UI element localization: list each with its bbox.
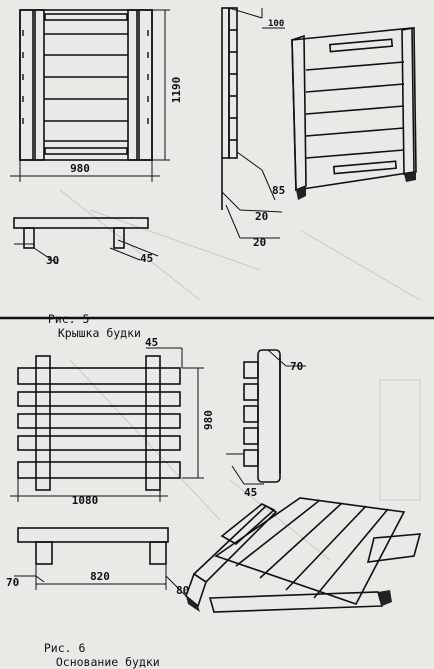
technical-drawing: 1190 980 100 85 20 20 xyxy=(0,7,434,613)
fig5-dim-bottom-30: 30 xyxy=(46,254,59,267)
fig5-caption-number: Рис. 5 xyxy=(47,312,90,326)
fig6-dim-side-70: 70 xyxy=(290,360,303,373)
fig5-dim-top-offset: 100 xyxy=(268,19,284,29)
fig5-dim-side-20a: 20 xyxy=(255,210,268,223)
fig5-dim-height-line xyxy=(152,9,170,161)
fig6-dim-bottom-820: 820 xyxy=(90,570,110,583)
fig6-bottom-view xyxy=(17,527,169,565)
fig5-dim-height: 1190 xyxy=(170,77,183,104)
fig6-iso-shading xyxy=(186,590,392,612)
fig5-caption-title: Крышка будки xyxy=(57,326,141,340)
fig6-side-view xyxy=(243,349,281,483)
fig6-dim-side-45: 45 xyxy=(244,486,257,499)
fig5-bottom-dim-lines xyxy=(14,239,159,265)
fig5-bottom-view xyxy=(13,217,149,249)
fig6-caption-number: Рис. 6 xyxy=(43,641,86,655)
fig5-front-view xyxy=(19,9,153,161)
fig6-caption: Рис. 6 Основание будки xyxy=(30,627,160,669)
fig6-caption-title: Основание будки xyxy=(55,655,160,669)
fig5-dim-width: 980 xyxy=(70,162,90,175)
fig6-dim-bottom-70: 70 xyxy=(6,576,19,589)
fig5-dim-bottom-45: 45 xyxy=(140,252,153,265)
background-ghost xyxy=(59,189,421,561)
fig6-dim-height: 980 xyxy=(202,410,215,430)
fig6-bottom-dim-lines xyxy=(14,564,187,597)
fig5-iso-view xyxy=(291,27,417,192)
fig6-side-dim-lines xyxy=(226,349,306,485)
fig5-dim-side-20b: 20 xyxy=(253,236,266,249)
fig5-caption: Рис. 5 Крышка будки xyxy=(34,298,141,340)
fig5-iso-shading xyxy=(296,172,416,200)
fig5-side-view xyxy=(221,7,238,210)
drawing-sheet: 1190 980 100 85 20 20 xyxy=(0,7,434,669)
fig5-side-dim-lines xyxy=(221,7,285,239)
fig6-dim-bottom-80: 80 xyxy=(176,584,189,597)
fig6-top-dim-lines xyxy=(10,347,204,502)
fig6-dim-top-45: 45 xyxy=(145,336,158,349)
fig5-dim-side-85: 85 xyxy=(272,184,285,197)
fig6-top-view xyxy=(17,355,181,491)
fig5-front-dashes xyxy=(22,30,149,124)
fig6-dim-width: 1080 xyxy=(72,494,99,507)
fig5-dim-width-line xyxy=(10,160,160,182)
